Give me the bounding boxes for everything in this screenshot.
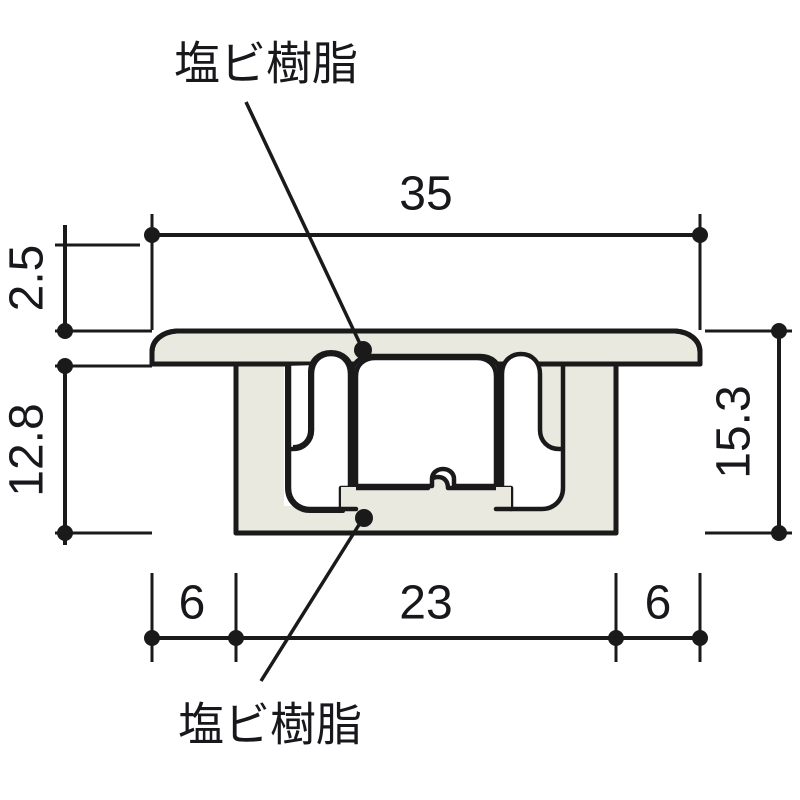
dim-label-bottom-center: 23 [399,577,452,630]
profile-left-cavity-fill [289,354,350,509]
dim-label-bottom-right: 6 [645,577,672,630]
dim-dot-left-2v5-bottom [57,323,73,339]
dim-dot-bot-2 [228,630,244,646]
dimension-left-upper: 2.5 [1,225,152,339]
dim-label-bottom-left: 6 [179,577,206,630]
profile-base-step-left [341,487,356,509]
dim-dot-bot-3 [608,630,624,646]
dim-label-left-lower: 12.8 [1,403,54,496]
profile-right-inner-stroke [499,351,566,512]
dimension-top-width: 35 [144,168,708,330]
leader-dot-bottom [355,509,373,527]
profile-base-step-right [496,487,511,509]
dim-dot-top-left [144,227,160,243]
dim-dot-bot-4 [692,630,708,646]
profile-cross-section [149,328,703,536]
dim-label-top-width: 35 [399,168,452,221]
dim-dot-right-15v3-bottom [771,525,787,541]
profile-central-cavity-notched [356,358,496,486]
leader-line-bottom [259,519,364,682]
dim-label-left-upper: 2.5 [1,245,54,312]
dimension-right-total: 15.3 [705,323,792,541]
dim-dot-left-12v8-top [57,358,73,374]
leader-top-label: 塩ビ樹脂 [174,37,372,359]
dim-dot-top-right [692,227,708,243]
dimension-bottom-group: 6 23 6 [144,573,708,662]
material-label-top: 塩ビ樹脂 [174,37,358,91]
dimension-left-lower: 12.8 [1,358,152,545]
profile-right-cavity-fill [502,354,563,509]
leader-line-top [244,101,364,349]
profile-central-cavity-outline [353,355,499,489]
dim-dot-right-15v3-top [771,323,787,339]
leader-bottom-label: 塩ビ樹脂 [178,509,373,752]
profile-left-inner-stroke [286,351,353,512]
dim-label-right-total: 15.3 [708,385,761,478]
leader-dot-top [354,341,372,359]
material-label-bottom: 塩ビ樹脂 [178,698,362,752]
dim-dot-bot-1 [144,630,160,646]
dim-dot-left-12v8-bottom [57,525,73,541]
